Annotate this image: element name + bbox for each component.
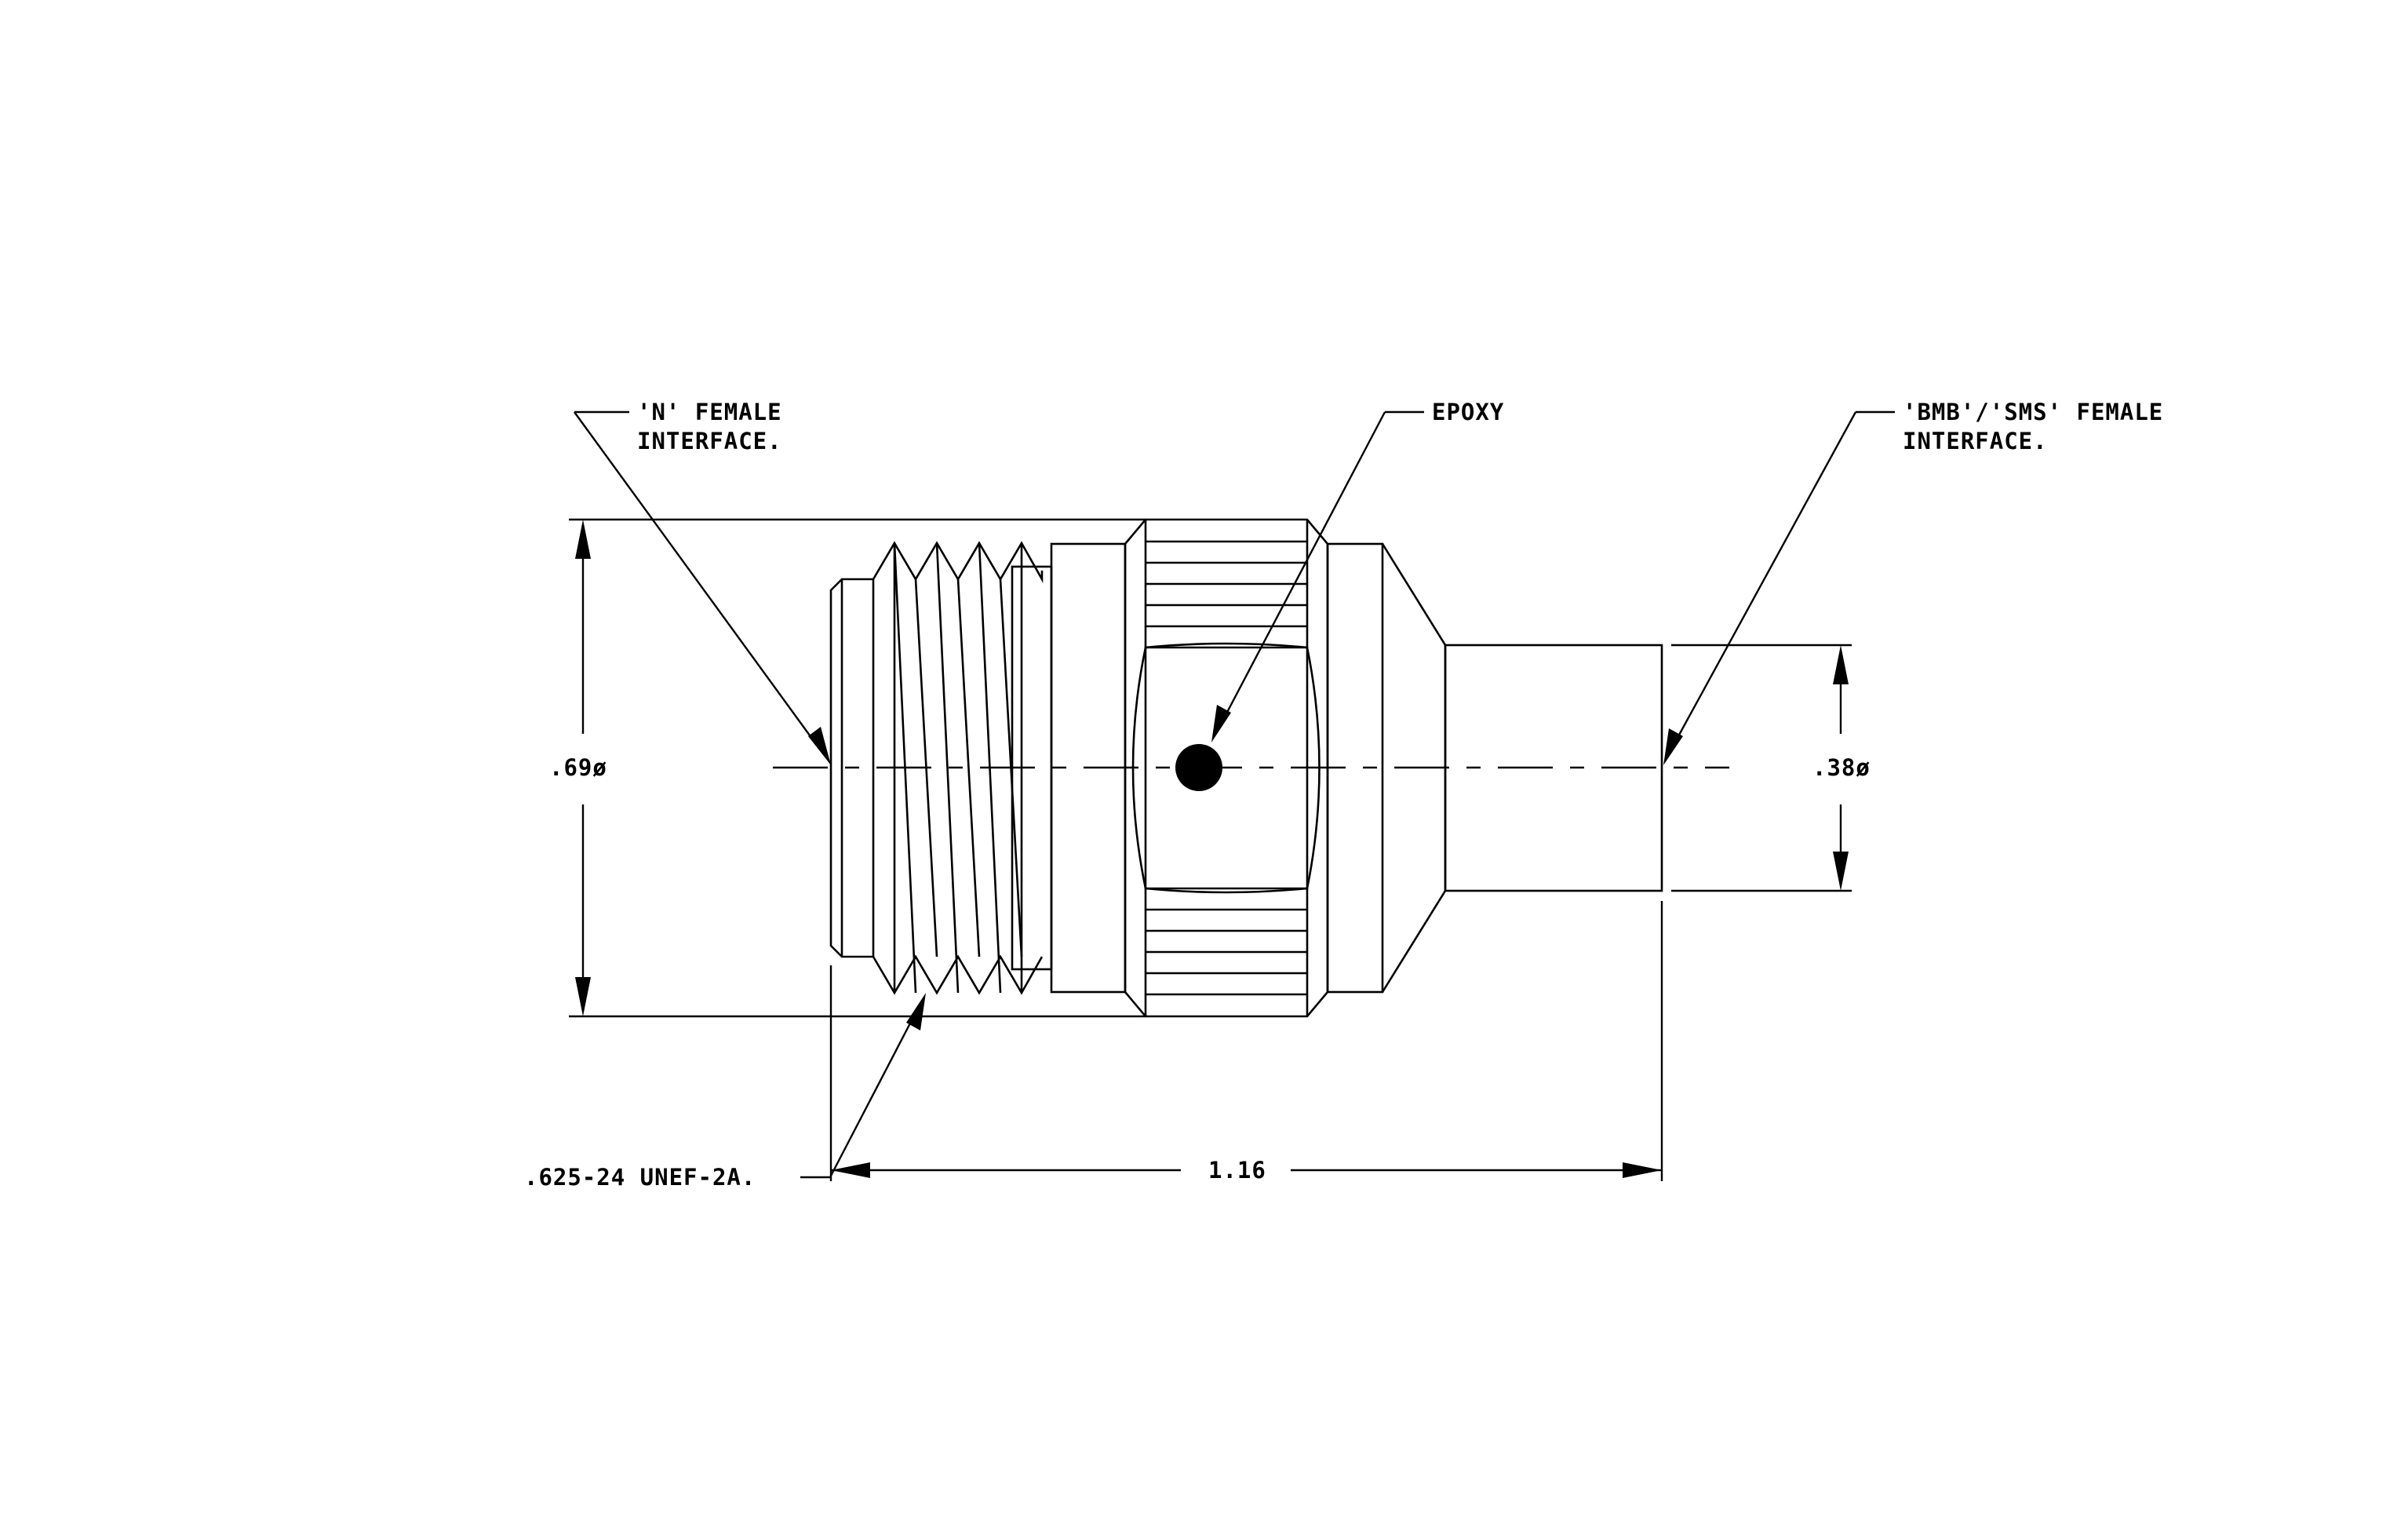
leader-thread-spec [800,993,926,1179]
leader-epoxy [1211,410,1424,742]
epoxy-label: EPOXY [1432,399,1504,425]
bmb-interface-label-line1: 'BMB'/'SMS' FEMALE [1903,399,2163,425]
n-interface-label-line2: INTERFACE. [637,428,782,454]
n-interface-label-line1: 'N' FEMALE [637,399,782,425]
knurl-bottom [1146,887,1307,996]
dim-small-diameter [1833,645,1849,891]
extension-lines [569,518,1852,1181]
thread-bottom-profile [872,954,1044,995]
nut-barrel-window [1131,642,1321,894]
small-diameter-label: .38ø [1812,754,1871,781]
n-front-lip [829,578,873,958]
bmb-interface-label-line2: INTERFACE. [1903,428,2048,454]
dim-overall-length [831,1162,1662,1178]
leader-n-interface [574,410,831,765]
large-diameter-label: .69ø [549,754,607,781]
leader-bmb-interface [1663,410,1895,765]
overall-length-label: 1.16 [1208,1157,1266,1184]
dim-large-diameter [575,520,591,1016]
thread-spec-label: .625-24 UNEF-2A. [524,1164,756,1191]
knurl-top [1146,540,1307,649]
thread-top-profile [872,541,1044,583]
